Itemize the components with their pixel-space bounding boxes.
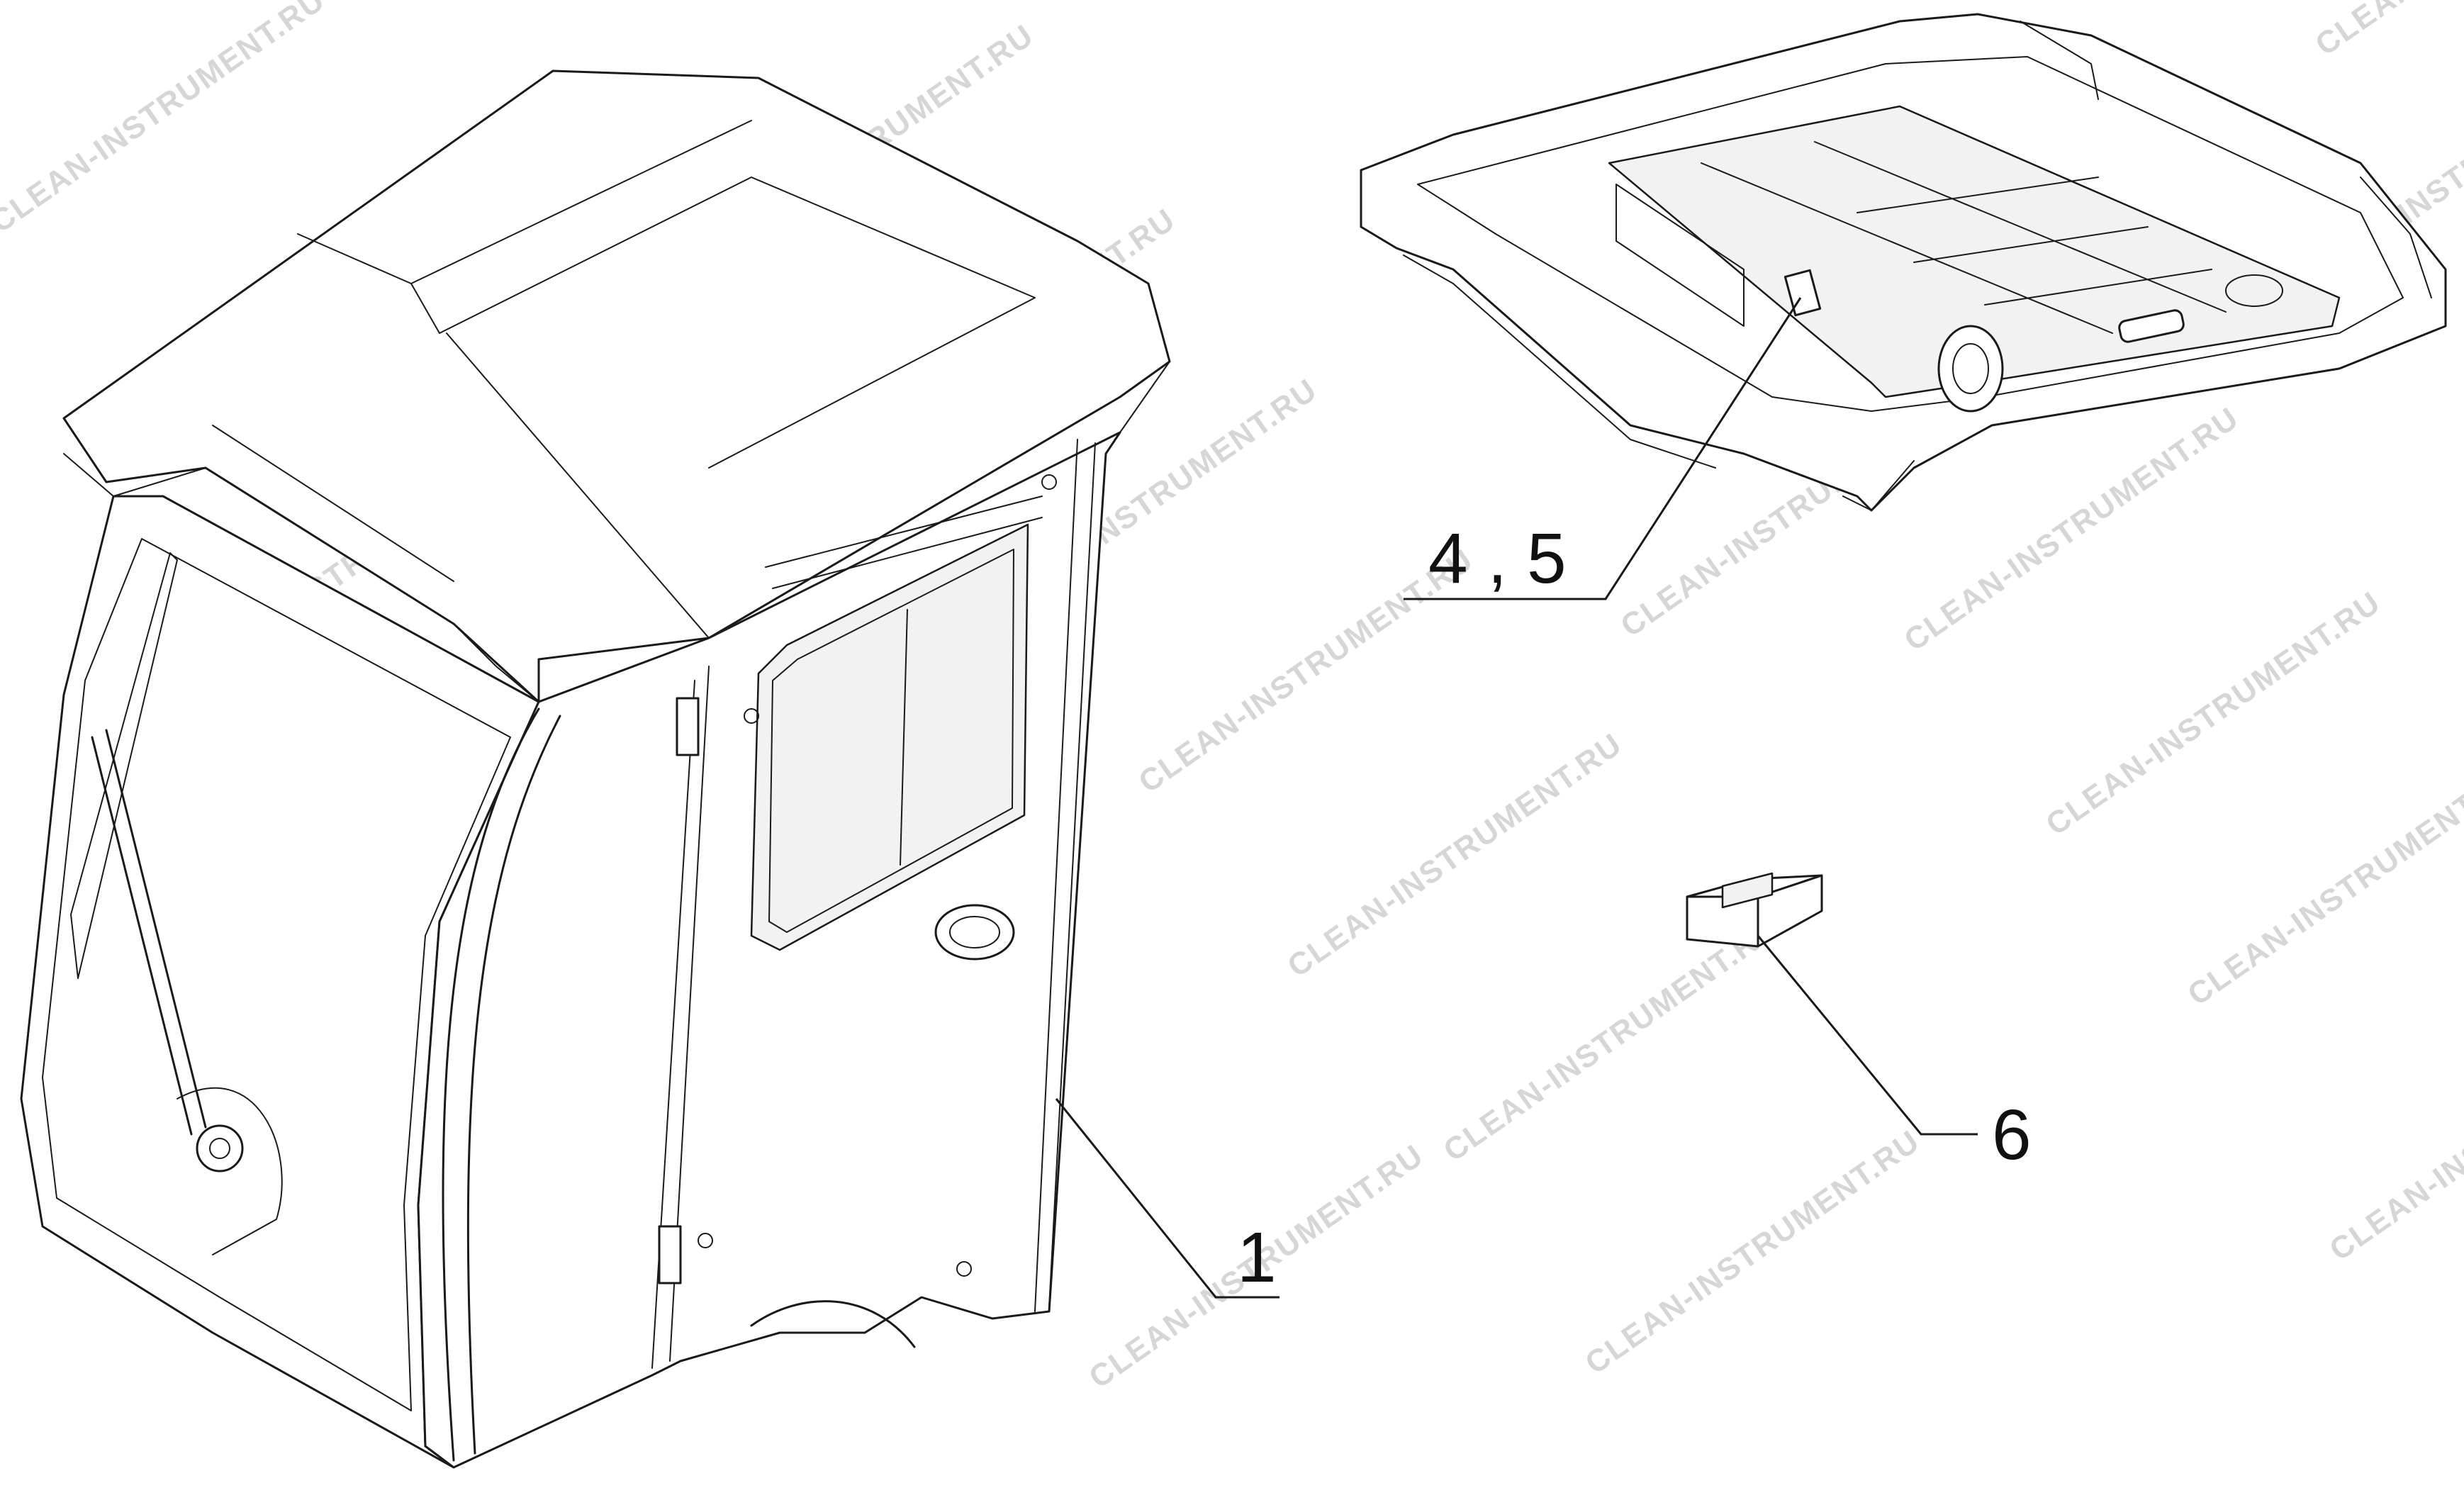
door-handle-icon [934,904,1015,961]
callout-leader [1055,1098,1279,1299]
door-hinge-lower [658,1225,682,1284]
callout-label: 4 , 5 [1428,519,1567,598]
cab-door-window [750,523,1029,951]
watermark-text: CLEAN-INSTRUMENT.RU [2324,1010,2464,1267]
electrical-connector [1686,872,1823,948]
roof-vent-inner [1952,343,1989,394]
callout-4-5: 4 , 5 [1404,297,1802,600]
connector-side [1757,874,1823,948]
roof-underside [1403,254,1915,511]
watermark-text: CLEAN-INSTRUMENT.RU [2040,585,2387,842]
watermark-text: CLEAN-INSTRUMENT.RU [2309,0,2464,62]
door-handle-inner [949,916,1000,948]
callout-leader [1757,935,1978,1136]
wiper-blade-icon [91,729,207,1136]
roof-panel-assembly [1360,13,2447,512]
callout-leader [1404,297,1802,600]
cab-assembly [20,69,1171,1469]
callout-label: 6 [1992,1095,2032,1175]
roof-inner-rim [1417,56,2404,412]
roof-switch-module [1783,269,1822,317]
wiper-pivot-icon [196,1124,244,1172]
connector-latch [1721,872,1774,909]
cab-roof-ridge [212,120,1036,639]
cab-roof-top [62,69,1171,703]
callout-6: 6 [1757,935,2032,1175]
watermark-text: CLEAN-INSTRUMENT.RU [1133,542,1480,800]
cab-windshield-glass [42,538,511,1411]
watermark-text: CLEAN-INSTRUMENT.RU [0,0,331,240]
cab-front-curve [442,707,561,1462]
watermark-text: CLEAN-INSTRUMENT.RU [2182,755,2464,1012]
roof-ribs [1701,141,2227,334]
cab-wheel-arch [750,1300,916,1348]
roof-speaker-icon [2225,274,2283,307]
rivet-icon [1041,474,1057,490]
rivet-icon [698,1233,713,1248]
cab-side-pillar [651,439,1096,1369]
roof-corner-detail [2020,21,2432,298]
roof-vent-icon [1937,325,2004,413]
callout-label: 1 [1237,1218,1277,1297]
watermark-text: CLEAN-INSTRUMENT.RU [1579,1124,1927,1381]
cab-door-window-inner [768,549,1014,933]
rivet-icon [744,708,759,724]
rivet-icon [956,1261,972,1277]
watermark-text: CLEAN-INSTRUMENT.RU [1438,911,1785,1168]
cab-windshield-dash [177,1087,283,1255]
door-hinge-upper [676,697,700,756]
wiper-pivot-center [209,1138,230,1159]
wiper-arm-icon [70,552,178,979]
callout-1: 1 [1055,1098,1279,1299]
watermark-text: CLEAN-INSTRUMENT.RU [1282,727,1629,984]
cab-door-stripe [765,496,1043,589]
roof-lamp-icon [2118,309,2185,343]
roof-front-lip [1615,184,1745,327]
